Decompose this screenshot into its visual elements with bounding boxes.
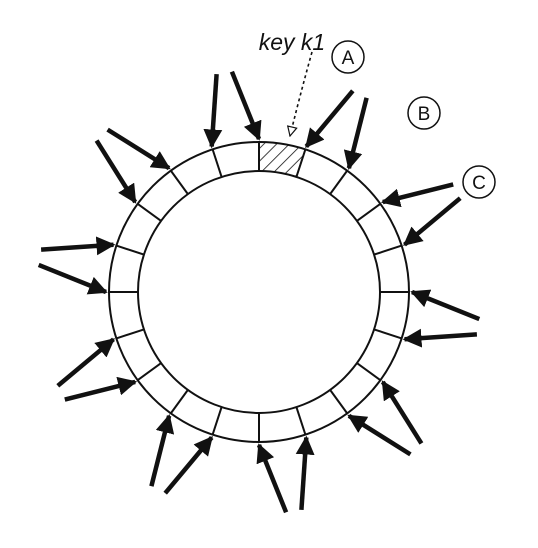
- incoming-arrow-5: [410, 289, 481, 322]
- node-b: B: [407, 96, 441, 130]
- ring-divider-8: [329, 389, 349, 414]
- ring-inner-circle: [137, 170, 381, 414]
- node-c: C: [462, 165, 496, 199]
- ring-divider-13: [137, 362, 162, 382]
- ring-outer-circle: [108, 141, 410, 443]
- ring-segment-dividers: [109, 142, 409, 442]
- ring-divider-4: [373, 244, 403, 256]
- incoming-arrow-3: [380, 182, 454, 208]
- ring-divider-2: [329, 170, 349, 195]
- incoming-arrow-8: [347, 413, 412, 457]
- incoming-arrow-7: [380, 380, 424, 445]
- ring-divider-3: [356, 202, 381, 222]
- node-b-label: B: [418, 104, 431, 125]
- node-a-label: A: [342, 48, 355, 69]
- node-c-label: C: [472, 173, 486, 194]
- ring-divider-18: [169, 170, 189, 195]
- node-a-circle: [331, 40, 365, 74]
- node-c-circle: [462, 165, 496, 199]
- node-a: A: [331, 40, 365, 74]
- incoming-arrow-2: [343, 97, 369, 171]
- incoming-arrow-6: [402, 328, 478, 348]
- incoming-arrow-0: [229, 70, 262, 141]
- incoming-arrow-4: [403, 196, 462, 247]
- ring-divider-11: [211, 406, 223, 436]
- incoming-arrow-10: [256, 443, 289, 514]
- node-b-circle: [407, 96, 441, 130]
- key-label: key k1: [259, 29, 325, 55]
- ring-divider-6: [373, 328, 403, 340]
- incoming-arrow-13: [64, 376, 138, 402]
- ring-divider-19: [211, 148, 223, 178]
- incoming-arrow-17: [94, 139, 138, 204]
- incoming-arrow-12: [149, 413, 175, 487]
- incoming-arrow-19: [203, 73, 223, 149]
- incoming-arrow-16: [40, 236, 116, 256]
- ring-divider-14: [115, 328, 145, 340]
- ring-divider-12: [169, 389, 189, 414]
- key-marker: key k1: [259, 29, 325, 136]
- incoming-arrow-11: [163, 436, 214, 495]
- incoming-arrow-15: [37, 262, 108, 295]
- incoming-arrow-14: [56, 337, 115, 388]
- incoming-arrow-18: [106, 127, 171, 171]
- ring-segment-hatched: [259, 142, 306, 177]
- ring-divider-7: [356, 362, 381, 382]
- ring-divider-9: [295, 406, 307, 436]
- key-dashed-arrow: [290, 51, 313, 136]
- incoming-arrow-1: [304, 89, 355, 148]
- incoming-arrow-9: [295, 435, 315, 511]
- incoming-arrows: [37, 70, 481, 514]
- ring-divider-1: [295, 148, 307, 178]
- ring-divider-16: [115, 244, 145, 256]
- ring-divider-17: [137, 202, 162, 222]
